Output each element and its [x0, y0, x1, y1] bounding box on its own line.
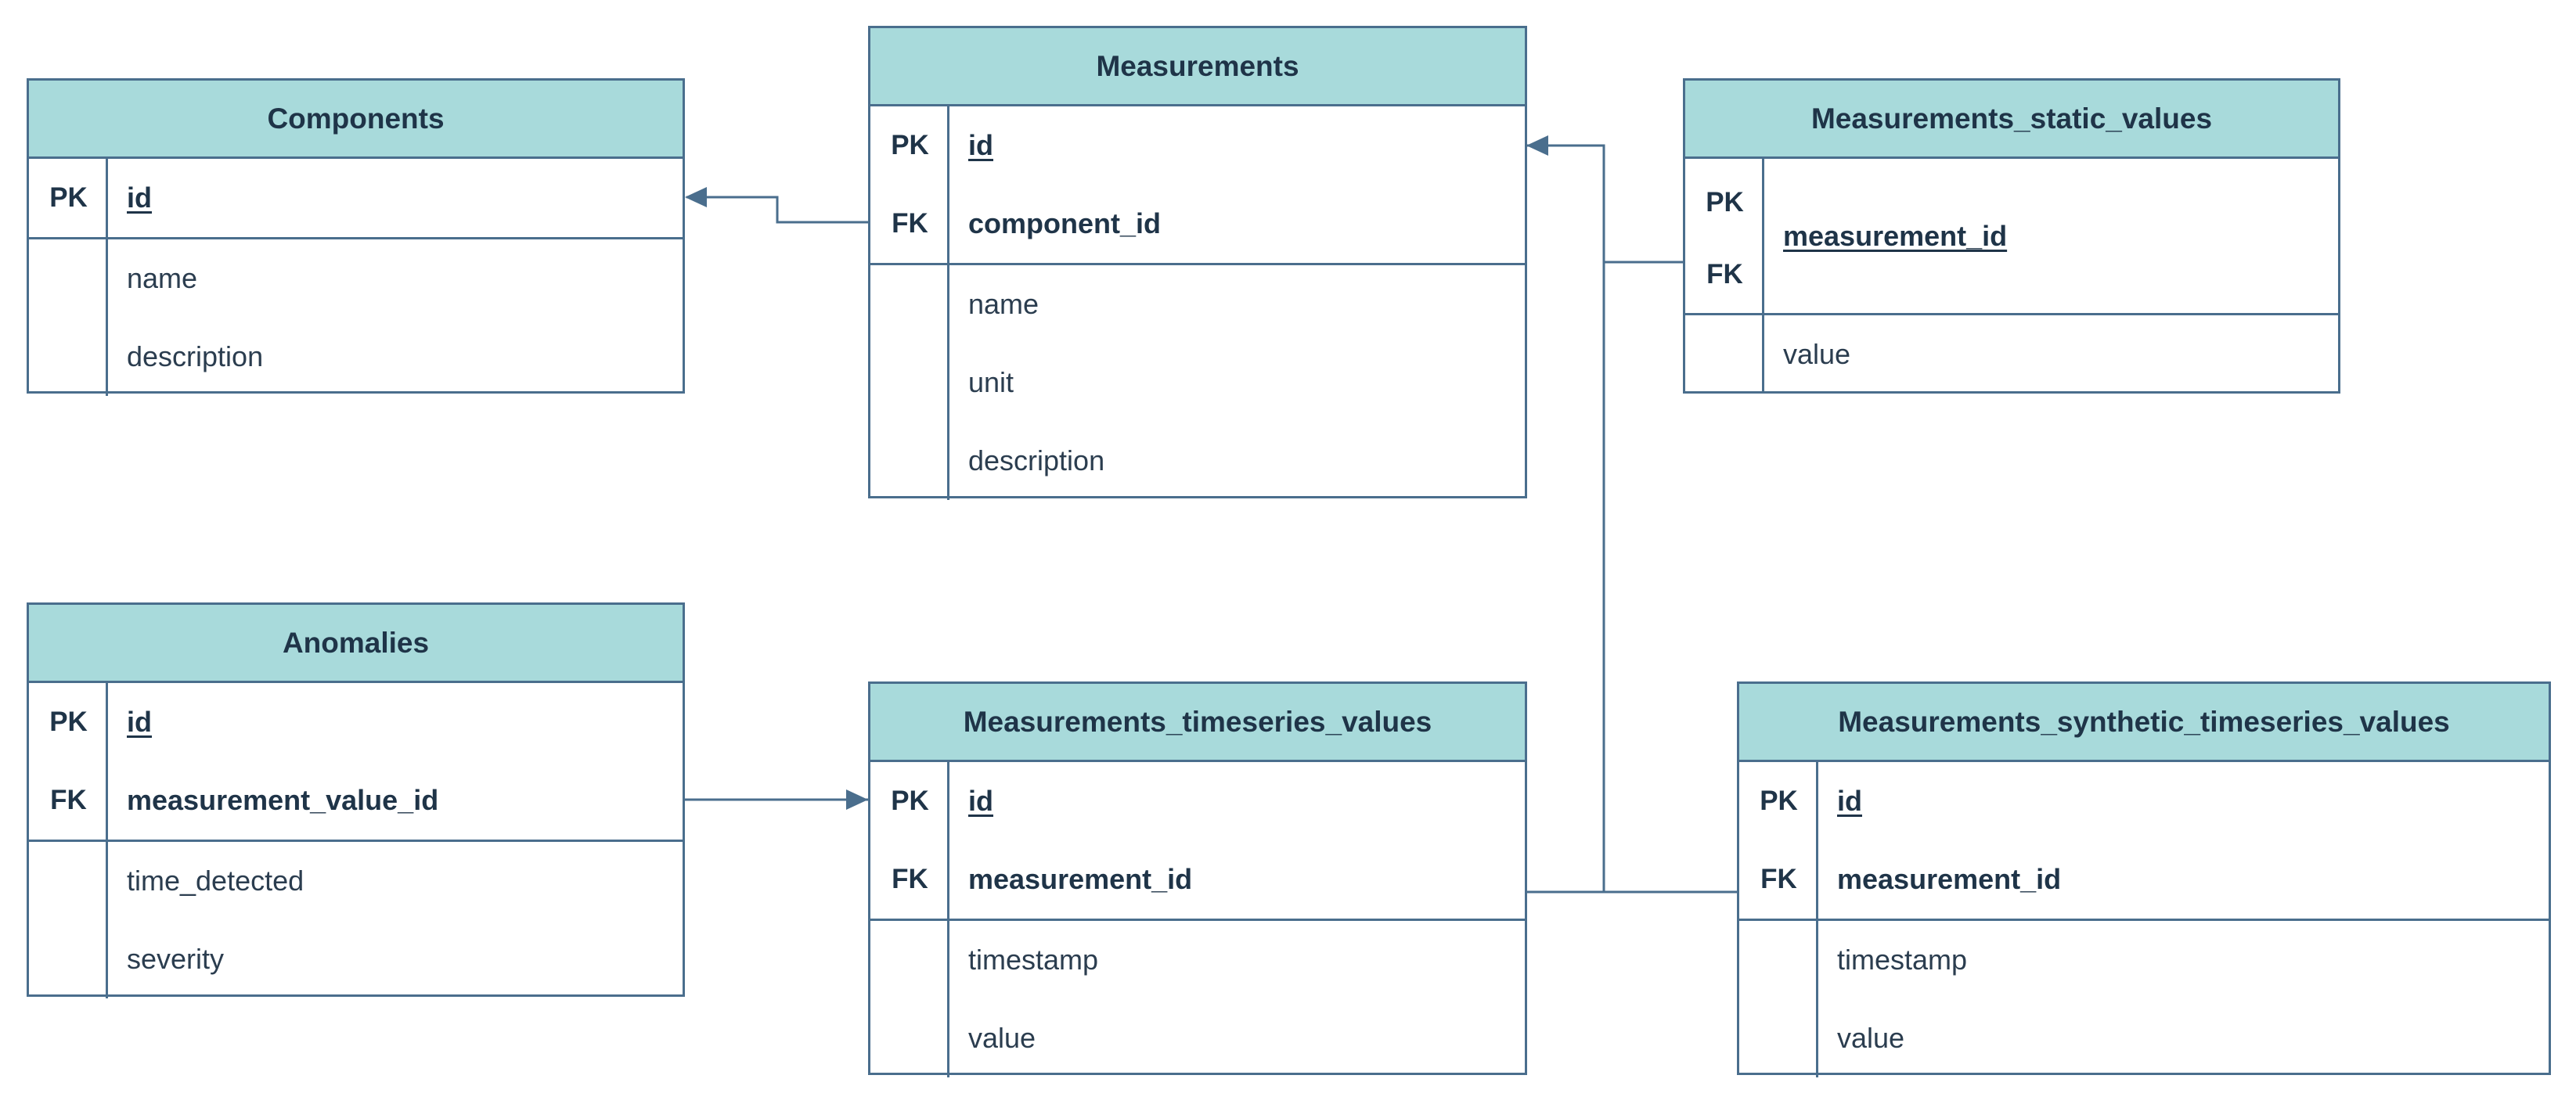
entity-components[interactable]: Components PK id name description	[27, 78, 685, 396]
attribute-row[interactable]: unit	[870, 343, 1525, 422]
attribute-field: timestamp	[968, 944, 1099, 976]
attribute-row[interactable]: value	[1685, 315, 2338, 394]
primary-key-field: id	[1837, 785, 1862, 817]
key-row[interactable]: FK component_id	[870, 185, 1525, 263]
key-row[interactable]: FK measurement_id	[1739, 840, 2549, 919]
key-section: PK id FK measurement_value_id	[29, 683, 683, 842]
foreign-key-field: measurement_id	[968, 863, 1193, 895]
arrowhead-components	[685, 187, 707, 207]
arrowhead-measurements	[1526, 135, 1548, 156]
fk-label: FK	[892, 208, 928, 239]
primary-key-field: id	[127, 706, 152, 738]
arrowhead-timeseries	[846, 789, 868, 810]
attribute-field: value	[968, 1022, 1036, 1054]
attribute-field: unit	[968, 366, 1014, 398]
entity-measurements[interactable]: Measurements PK id FK component_id name …	[868, 26, 1527, 500]
attribute-section: timestamp value	[870, 921, 1525, 1077]
key-section: PK id FK measurement_id	[1739, 762, 2549, 921]
key-row[interactable]: PK id	[870, 106, 1525, 185]
attribute-row[interactable]: value	[870, 999, 1525, 1077]
key-row[interactable]: PK id	[870, 762, 1525, 840]
entity-title: Measurements	[870, 28, 1525, 106]
key-section: PK id	[29, 159, 683, 239]
entity-title: Components	[29, 81, 683, 159]
primary-key-field: id	[968, 785, 993, 817]
key-row[interactable]: FK measurement_value_id	[29, 761, 683, 840]
attribute-row[interactable]: name	[29, 239, 683, 318]
key-row[interactable]: PK id	[1739, 762, 2549, 840]
attribute-row[interactable]: description	[870, 422, 1525, 500]
attribute-section: name description	[29, 239, 683, 396]
entity-measurements-static-values[interactable]: Measurements_static_values PK FK measure…	[1683, 78, 2340, 394]
primary-key-field: id	[968, 129, 993, 161]
foreign-key-field: measurement_value_id	[127, 784, 439, 816]
attribute-section: name unit description	[870, 265, 1525, 500]
attribute-row[interactable]: time_detected	[29, 842, 683, 920]
entity-title: Anomalies	[29, 605, 683, 683]
pk-label: PK	[49, 182, 88, 213]
fk-label: FK	[50, 785, 87, 815]
attribute-field: description	[968, 444, 1105, 476]
key-section[interactable]: PK FK measurement_id	[1685, 159, 2338, 315]
key-section: PK id FK component_id	[870, 106, 1525, 265]
primary-key-field: measurement_id	[1783, 219, 2008, 252]
attribute-field: value	[1837, 1022, 1905, 1054]
pk-label: PK	[1760, 786, 1798, 816]
entity-measurements-timeseries-values[interactable]: Measurements_timeseries_values PK id FK …	[868, 681, 1527, 1077]
attribute-row[interactable]: timestamp	[1739, 921, 2549, 999]
attribute-field: severity	[127, 943, 225, 975]
attribute-row[interactable]: value	[1739, 999, 2549, 1077]
connector-trunk-to-measurements	[1527, 144, 1605, 892]
connector-measurements-to-components	[686, 196, 868, 224]
attribute-row[interactable]: severity	[29, 920, 683, 998]
foreign-key-field: measurement_id	[1837, 863, 2062, 895]
key-row[interactable]: PK id	[29, 159, 683, 237]
attribute-section: value	[1685, 315, 2338, 394]
pk-label: PK	[891, 130, 929, 160]
primary-key-field: id	[127, 182, 152, 214]
attribute-field: description	[127, 340, 264, 372]
attribute-field: time_detected	[127, 865, 304, 897]
attribute-field: name	[127, 262, 198, 294]
attribute-field: value	[1783, 338, 1851, 370]
key-section: PK id FK measurement_id	[870, 762, 1525, 921]
attribute-row[interactable]: timestamp	[870, 921, 1525, 999]
attribute-row[interactable]: name	[870, 265, 1525, 343]
entity-anomalies[interactable]: Anomalies PK id FK measurement_value_id …	[27, 602, 685, 998]
entity-title: Measurements_synthetic_timeseries_values	[1739, 684, 2549, 762]
pk-label: PK	[1706, 187, 1744, 218]
attribute-section: time_detected severity	[29, 842, 683, 998]
fk-label: FK	[892, 864, 928, 894]
entity-title: Measurements_static_values	[1685, 81, 2338, 159]
entity-title: Measurements_timeseries_values	[870, 684, 1525, 762]
fk-label: FK	[1706, 259, 1743, 289]
fk-label: FK	[1760, 864, 1797, 894]
attribute-row[interactable]: description	[29, 318, 683, 396]
key-row[interactable]: PK id	[29, 683, 683, 761]
foreign-key-field: component_id	[968, 207, 1162, 239]
key-row[interactable]: FK measurement_id	[870, 840, 1525, 919]
attribute-field: name	[968, 288, 1039, 320]
entity-measurements-synthetic-timeseries-values[interactable]: Measurements_synthetic_timeseries_values…	[1737, 681, 2551, 1077]
pk-label: PK	[49, 707, 88, 737]
attribute-field: timestamp	[1837, 944, 1968, 976]
attribute-section: timestamp value	[1739, 921, 2549, 1077]
pk-label: PK	[891, 786, 929, 816]
